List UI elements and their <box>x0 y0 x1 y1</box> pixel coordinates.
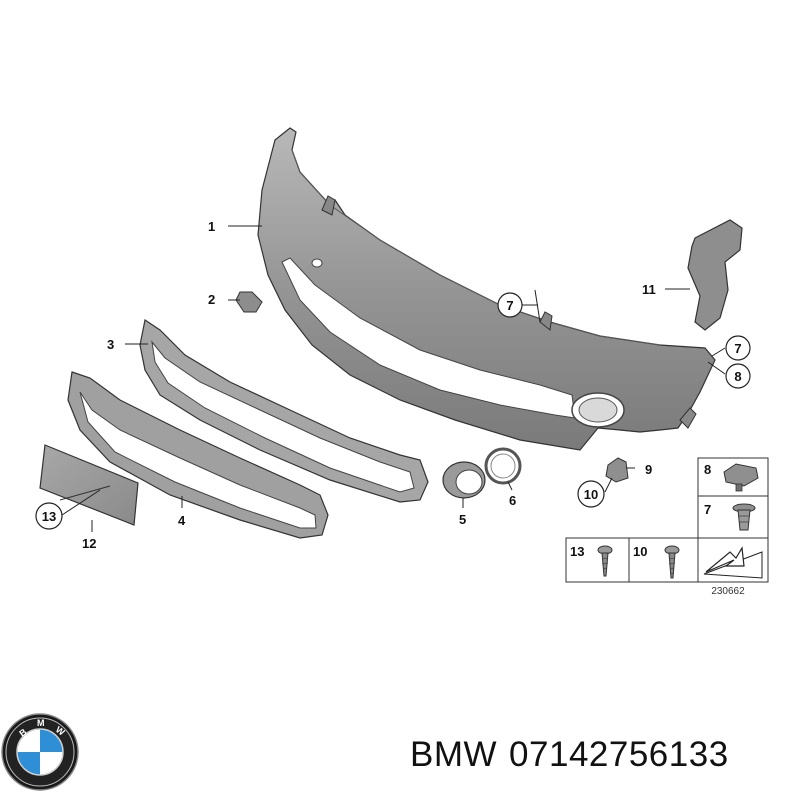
screw-10-icon <box>664 545 680 579</box>
legend-label-13: 13 <box>570 544 584 559</box>
washer-cap <box>235 291 263 313</box>
leader-lines <box>61 225 726 532</box>
callout-3: 3 <box>107 337 114 352</box>
direction-arrow-icon <box>703 546 763 579</box>
svg-text:M: M <box>37 718 45 728</box>
retaining-clip <box>605 457 629 483</box>
svg-text:7: 7 <box>506 298 513 313</box>
screw-13-icon <box>597 545 613 577</box>
part-caption: BMW 07142756133 <box>410 735 729 775</box>
diagram-number: 230662 <box>711 586 745 597</box>
clip-icon <box>723 463 759 492</box>
side-bracket <box>687 219 743 331</box>
fastener-legend: 8 7 13 10 <box>565 457 769 583</box>
callout-2: 2 <box>208 292 215 307</box>
legend-label-8: 8 <box>704 462 711 477</box>
callout-12: 12 <box>82 536 96 551</box>
svg-text:B: B <box>17 726 28 738</box>
callout-6: 6 <box>509 493 516 508</box>
callout-7-right: 7 <box>725 335 751 361</box>
callout-7-upper: 7 <box>497 292 523 318</box>
bmw-logo: B M W <box>1 713 79 791</box>
callout-4: 4 <box>178 513 186 528</box>
svg-text:10: 10 <box>584 487 598 502</box>
fog-lamp-trim <box>484 447 522 485</box>
rivet-icon <box>732 503 756 531</box>
bumper-cover <box>257 127 716 451</box>
fog-lamp-ring <box>442 461 486 499</box>
grille-frame <box>139 319 429 503</box>
callout-5: 5 <box>459 512 466 527</box>
svg-text:8: 8 <box>734 369 741 384</box>
svg-text:7: 7 <box>734 341 741 356</box>
grille-trim <box>67 371 329 539</box>
svg-text:13: 13 <box>42 509 56 524</box>
legend-label-7: 7 <box>704 502 711 517</box>
callout-13: 13 <box>35 502 63 530</box>
part-number: 07142756133 <box>509 735 729 774</box>
callout-8: 8 <box>725 363 751 389</box>
license-plate-base <box>39 444 139 526</box>
callout-9: 9 <box>645 462 652 477</box>
callout-1: 1 <box>208 219 215 234</box>
callout-11: 11 <box>642 282 656 297</box>
legend-label-10: 10 <box>633 544 647 559</box>
callout-10: 10 <box>577 480 605 508</box>
brand-name: BMW <box>410 735 498 774</box>
